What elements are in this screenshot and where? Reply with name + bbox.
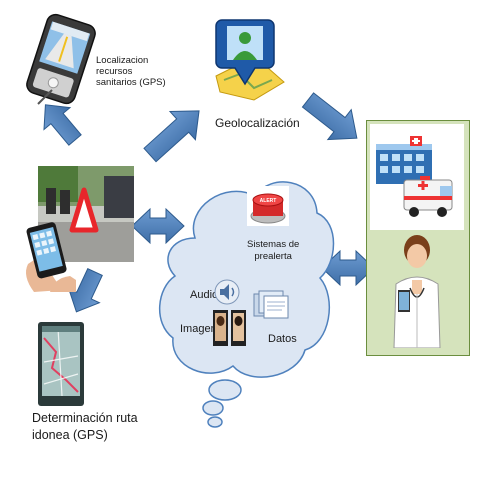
sistemas-line-2: prealerta bbox=[254, 251, 292, 262]
alert-button-icon: ALERT bbox=[247, 186, 289, 226]
imagen-label: Imagen bbox=[180, 323, 217, 335]
localizacion-label: Localizacion recursos sanitarios (GPS) bbox=[96, 55, 166, 88]
localizacion-line-2: recursos bbox=[96, 66, 133, 77]
gps-phone-icon bbox=[26, 13, 96, 105]
speaker-icon bbox=[214, 279, 240, 305]
sistemas-label: Sistemas de prealerta bbox=[247, 239, 299, 263]
localizacion-line-3: sanitarios (GPS) bbox=[96, 77, 166, 88]
datos-label: Datos bbox=[268, 333, 297, 345]
localizacion-line-1: Localizacion bbox=[96, 55, 149, 66]
cloud-shape bbox=[159, 181, 335, 428]
arrow-to-phone bbox=[43, 104, 82, 146]
sistemas-line-1: Sistemas de bbox=[247, 239, 300, 250]
alert-button-text: ALERT bbox=[260, 198, 277, 204]
map-pin-icon bbox=[215, 19, 285, 101]
data-documents-icon bbox=[253, 290, 289, 319]
arrow-to-route-map bbox=[67, 267, 103, 313]
ruta-label: Determinación ruta idonea (GPS) bbox=[32, 410, 138, 444]
hospital-ambulance-icon bbox=[370, 124, 464, 230]
arrow-to-hospital bbox=[301, 92, 358, 141]
audio-label: Audio bbox=[190, 289, 219, 301]
route-map-icon bbox=[38, 322, 84, 406]
smartphone-hand-icon bbox=[26, 222, 76, 292]
image-photos-icon bbox=[213, 310, 246, 346]
ruta-line-1: Determinación ruta bbox=[32, 411, 138, 425]
doctor-icon bbox=[372, 230, 462, 348]
arrow-accident-cloud bbox=[131, 207, 185, 245]
geolocalizacion-label: Geolocalización bbox=[215, 116, 300, 130]
arrow-to-geolocation bbox=[143, 110, 200, 163]
ruta-line-2: idonea (GPS) bbox=[32, 428, 108, 442]
